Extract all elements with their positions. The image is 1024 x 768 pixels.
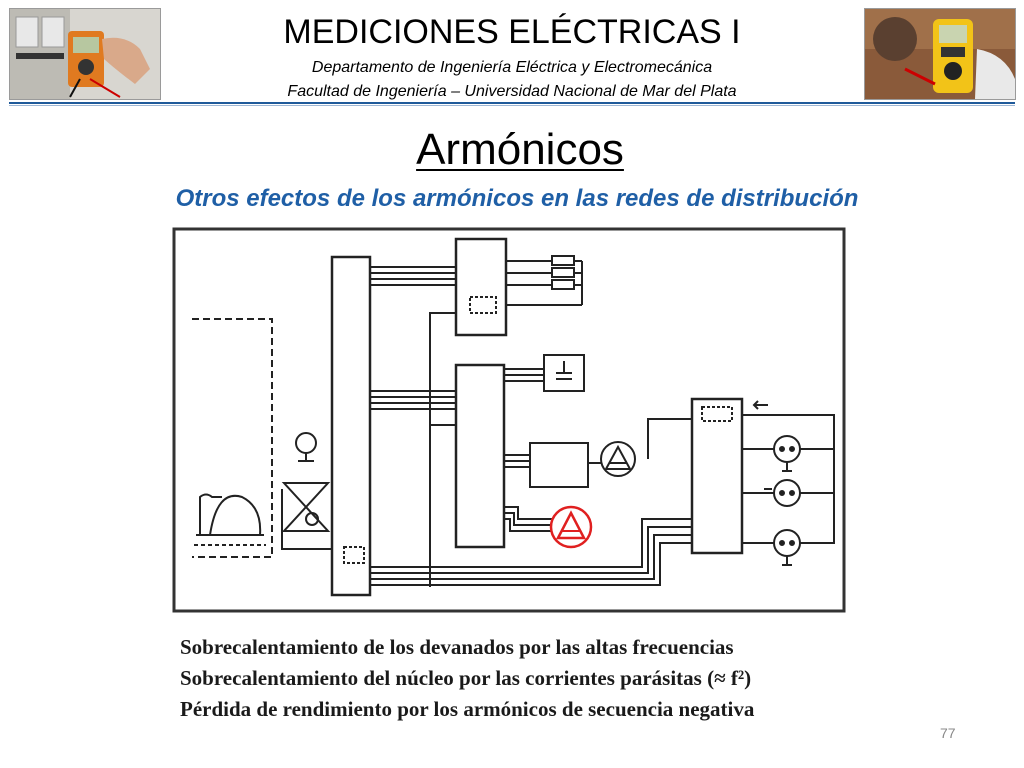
page-number: 77	[940, 725, 956, 741]
header-photo-right	[864, 8, 1016, 100]
slide-title: Armónicos	[416, 125, 624, 174]
department-line: Departamento de Ingeniería Eléctrica y E…	[311, 59, 713, 76]
header-photo-left	[9, 8, 161, 100]
upper-distribution-panel	[454, 237, 508, 337]
capacitor-bank-icon	[504, 354, 585, 392]
heating-resistor-loads	[506, 255, 583, 306]
effect-item: Sobrecalentamiento de los devanados por …	[180, 635, 734, 659]
bus-to-middle-panel	[370, 390, 456, 410]
generator-icon	[194, 493, 266, 546]
middle-distribution-panel	[454, 363, 506, 549]
effect-item: Pérdida de rendimiento por los armónicos…	[180, 697, 755, 721]
faculty-line: Facultad de Ingeniería – Universidad Nac…	[287, 83, 737, 100]
bus-to-right-panel	[370, 312, 692, 587]
upper-breaker-icon	[469, 296, 497, 314]
course-title: MEDICIONES ELÉCTRICAS I	[283, 13, 741, 51]
header-rule-secondary	[9, 105, 1015, 106]
motor-highlighted-icon	[504, 505, 593, 549]
diagram-frame	[172, 227, 846, 613]
main-breaker-icon	[343, 546, 365, 564]
main-switchboard	[330, 255, 372, 597]
transformer-lamp-icon	[281, 432, 332, 550]
lighting-loads	[742, 414, 835, 566]
bus-to-upper-panel	[370, 266, 456, 286]
harmonic-effects-list: Sobrecalentamiento de los devanados por …	[180, 632, 920, 725]
distribution-network-diagram	[172, 227, 846, 613]
effect-item: Sobrecalentamiento del núcleo por las co…	[180, 666, 752, 690]
header-rule	[9, 102, 1015, 104]
right-breaker-icon	[701, 406, 733, 422]
right-distribution-panel	[690, 397, 744, 555]
motor-icon	[600, 441, 636, 477]
slide-subtitle: Otros efectos de los armónicos en las re…	[175, 185, 859, 212]
dashed-source-outline	[192, 318, 273, 558]
drive-converter-box	[504, 442, 602, 488]
